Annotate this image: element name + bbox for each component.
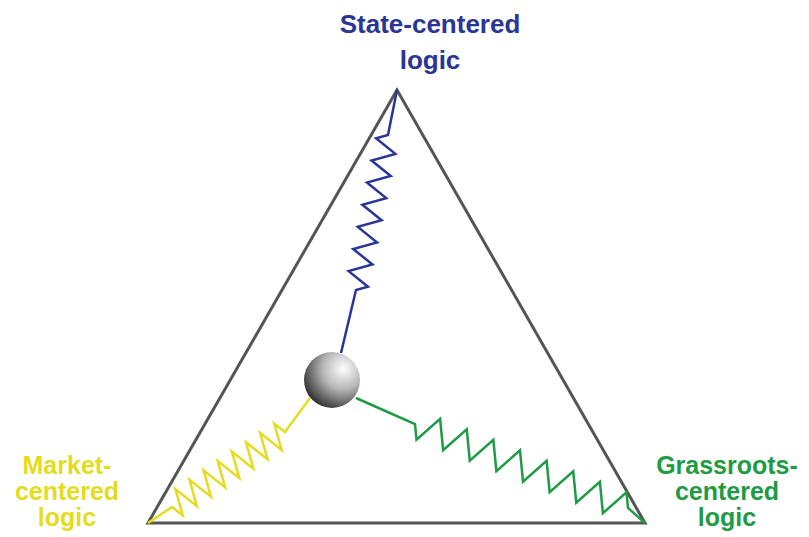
corner-label: Market-centered logic: [6, 452, 128, 530]
ball: [304, 352, 360, 408]
spring: [341, 90, 397, 353]
spring: [356, 398, 645, 523]
corner-label: State-centered logic: [330, 6, 530, 78]
triangle-outline: [148, 90, 645, 523]
corner-label: Grassroots-centered logic: [652, 452, 802, 530]
spring: [148, 398, 310, 523]
springs: [148, 90, 645, 523]
